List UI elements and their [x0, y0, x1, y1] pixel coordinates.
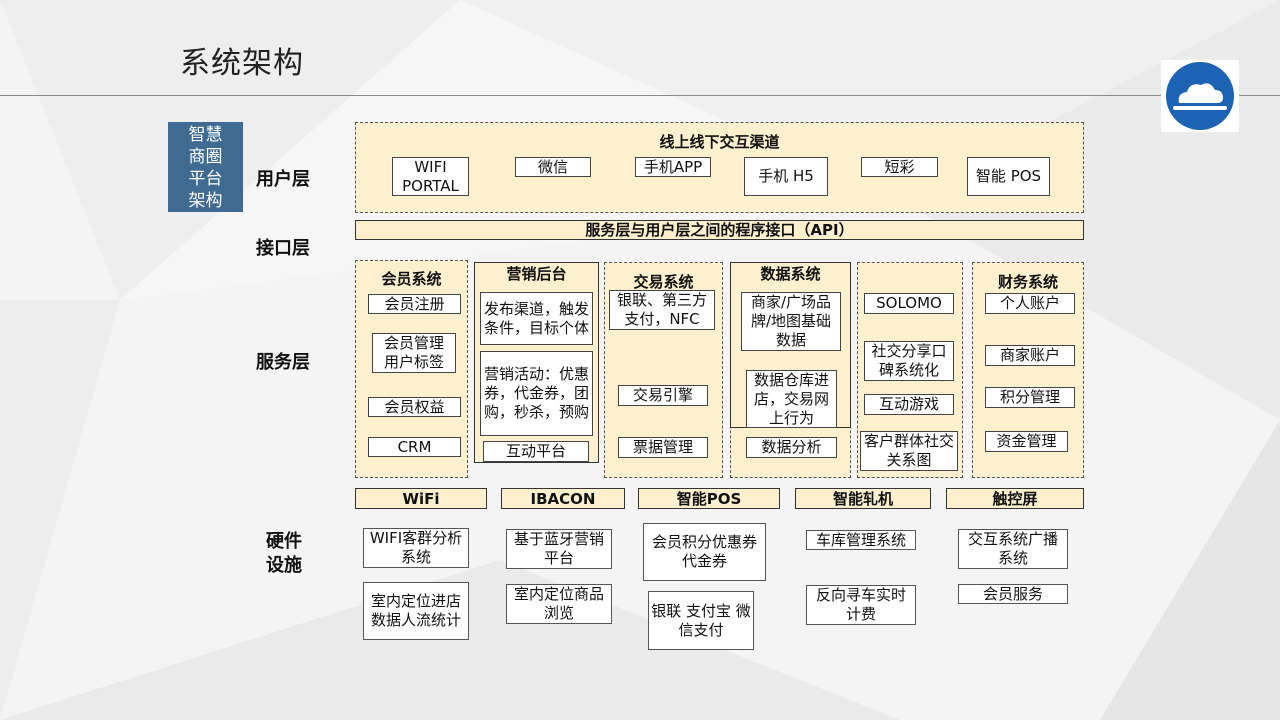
title-divider: [0, 95, 1280, 96]
member-system-title: 会员系统: [381, 270, 442, 288]
data-warehouse: 数据仓库进店，交易网上行为: [746, 370, 837, 428]
user-layer-panel: [355, 122, 1084, 213]
member-benefits: 会员权益: [368, 397, 461, 417]
finance-funds-management: 资金管理: [985, 431, 1068, 452]
hardware-wifi-head: WiFi: [355, 488, 487, 509]
layer-label-interface: 接口层: [256, 238, 310, 259]
hw-pos-member-coupons: 会员积分优惠券代金券: [643, 523, 766, 581]
hardware-touchscreen-head: 触控屏: [946, 488, 1084, 509]
cloud-logo-icon: [1166, 62, 1234, 130]
data-base-data: 商家/广场品牌/地图基础数据: [741, 292, 841, 351]
finance-merchant-account: 商家账户: [985, 345, 1075, 366]
channel-smart-pos: 智能 POS: [967, 157, 1050, 196]
trade-payments: 银联、第三方支付，NFC: [609, 290, 715, 330]
layer-label-user: 用户层: [256, 169, 310, 190]
solomo-social-sharing: 社交分享口碑系统化: [864, 341, 954, 381]
channel-wechat: 微信: [515, 157, 591, 177]
channel-wifi-portal: WIFI PORTAL: [392, 157, 469, 196]
marketing-channels: 发布渠道，触发条件，目标个体: [480, 292, 593, 345]
marketing-interaction-platform: 互动平台: [483, 441, 589, 462]
marketing-backend-title: 营销后台: [506, 265, 567, 283]
member-management: 会员管理 用户标签: [372, 333, 456, 373]
user-layer-title: 线上线下交互渠道: [659, 133, 780, 151]
marketing-activities: 营销活动：优惠券，代金券，团购，秒杀，预购: [480, 351, 593, 436]
finance-personal-account: 个人账户: [985, 293, 1075, 314]
solomo-interactive-games: 互动游戏: [864, 394, 954, 415]
layer-label-service: 服务层: [256, 352, 310, 373]
finance-system-title: 财务系统: [997, 273, 1058, 291]
solomo-social-graph: 客户群体社交关系图: [860, 431, 958, 471]
api-bar-label: 服务层与用户层之间的程序接口（API）: [585, 221, 854, 239]
trade-system-title: 交易系统: [633, 273, 694, 291]
member-register: 会员注册: [368, 294, 461, 314]
hw-gate-reverse-car-search: 反向寻车实时计费: [806, 585, 916, 625]
hw-wifi-customer-analysis: WIFI客群分析系统: [363, 528, 469, 568]
logo: [1161, 60, 1239, 132]
api-bar: 服务层与用户层之间的程序接口（API）: [355, 220, 1084, 240]
data-analysis: 数据分析: [746, 437, 837, 458]
hardware-ibacon-head: IBACON: [501, 488, 625, 509]
hardware-smart-gate-head: 智能轧机: [795, 488, 931, 509]
hw-ibacon-bluetooth-marketing: 基于蓝牙营销平台: [506, 529, 612, 569]
member-crm: CRM: [368, 437, 461, 457]
channel-sms: 短彩: [861, 157, 938, 177]
hw-wifi-indoor-positioning: 室内定位进店数据人流统计: [363, 582, 469, 640]
trade-receipts: 票据管理: [618, 437, 708, 458]
layer-label-hardware: 硬件设施: [266, 531, 302, 576]
page-title: 系统架构: [180, 46, 304, 81]
platform-architecture-label: 智慧商圈平台架构: [168, 122, 243, 212]
hardware-smart-pos-head: 智能POS: [638, 488, 780, 509]
trade-engine: 交易引擎: [618, 385, 708, 406]
hw-ibacon-product-browsing: 室内定位商品浏览: [506, 584, 612, 624]
hw-gate-garage-management: 车库管理系统: [806, 530, 916, 550]
channel-mobile-h5: 手机 H5: [744, 157, 828, 196]
hw-pos-payments: 银联 支付宝 微信支付: [648, 591, 754, 650]
hw-touch-interactive-broadcast: 交互系统广播系统: [958, 529, 1068, 569]
channel-mobile-app: 手机APP: [635, 157, 711, 177]
data-system-title: 数据系统: [760, 265, 821, 283]
finance-points-management: 积分管理: [985, 387, 1075, 408]
hw-touch-member-service: 会员服务: [958, 584, 1068, 604]
solomo: SOLOMO: [864, 293, 954, 314]
